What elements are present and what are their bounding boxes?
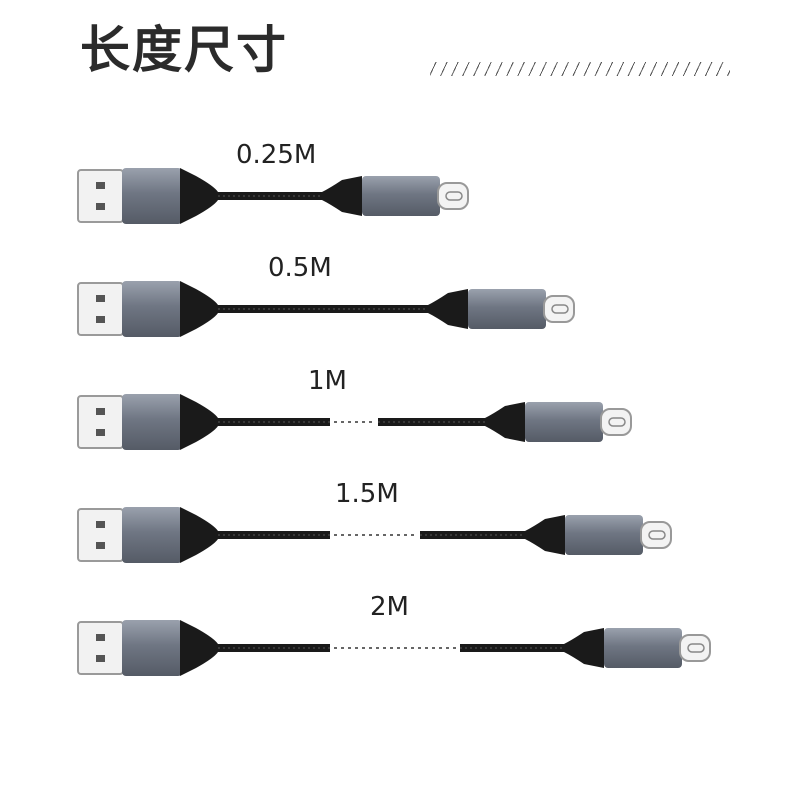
usb-a-housing: [122, 394, 182, 450]
decorative-hatch-line: [430, 62, 730, 76]
cable-illustration: [77, 620, 711, 676]
usb-c-strain-relief: [564, 628, 604, 668]
usb-a-housing: [122, 620, 182, 676]
usb-c-strain-relief: [322, 176, 362, 216]
usb-c-tip: [679, 634, 711, 662]
usb-a-strain-relief: [180, 281, 218, 337]
cable-length-label: 0.5M: [268, 253, 332, 283]
usb-a-strain-relief: [180, 507, 218, 563]
usb-c-port-slot: [687, 643, 705, 653]
usb-a-tip: [77, 508, 124, 562]
usb-c-housing: [525, 402, 603, 442]
usb-a-housing: [122, 281, 182, 337]
usb-c-port-slot: [608, 417, 626, 427]
usb-a-pin-hole: [96, 429, 105, 436]
usb-c-tip: [640, 521, 672, 549]
usb-a-pin-hole: [96, 316, 105, 323]
usb-a-pin-hole: [96, 182, 105, 189]
page-title: 长度尺寸: [80, 21, 288, 79]
usb-a-pin-hole: [96, 634, 105, 641]
cable-illustration: [77, 168, 469, 224]
usb-c-tip: [600, 408, 632, 436]
usb-a-pin-hole: [96, 521, 105, 528]
braided-cable: [378, 418, 485, 426]
usb-c-port-slot: [551, 304, 569, 314]
cable-illustration: [77, 281, 575, 337]
usb-a-pin-hole: [96, 203, 105, 210]
cable-row: 2M: [0, 592, 790, 702]
usb-c-port-slot: [445, 191, 463, 201]
usb-c-housing: [565, 515, 643, 555]
cable-row: 1.5M: [0, 479, 790, 589]
usb-a-tip: [77, 395, 124, 449]
cable-illustration: [77, 394, 632, 450]
braided-cable: [420, 531, 525, 539]
usb-a-pin-hole: [96, 408, 105, 415]
usb-c-port-slot: [648, 530, 666, 540]
cable-row: 0.25M: [0, 140, 790, 250]
cable-illustration: [77, 507, 672, 563]
cable-length-label: 1M: [308, 366, 347, 396]
usb-c-strain-relief: [428, 289, 468, 329]
cable-row: 1M: [0, 366, 790, 476]
usb-c-tip: [543, 295, 575, 323]
usb-a-strain-relief: [180, 168, 218, 224]
usb-a-pin-hole: [96, 655, 105, 662]
usb-a-housing: [122, 168, 182, 224]
cable-length-label: 0.25M: [236, 140, 317, 170]
usb-a-housing: [122, 507, 182, 563]
usb-a-tip: [77, 169, 124, 223]
usb-c-strain-relief: [525, 515, 565, 555]
usb-c-strain-relief: [485, 402, 525, 442]
usb-a-pin-hole: [96, 295, 105, 302]
cable-length-label: 1.5M: [335, 479, 399, 509]
usb-a-pin-hole: [96, 542, 105, 549]
usb-a-strain-relief: [180, 620, 218, 676]
cable-row: 0.5M: [0, 253, 790, 363]
usb-c-housing: [468, 289, 546, 329]
usb-c-tip: [437, 182, 469, 210]
usb-a-tip: [77, 621, 124, 675]
usb-c-housing: [604, 628, 682, 668]
usb-a-strain-relief: [180, 394, 218, 450]
cable-length-label: 2M: [370, 592, 409, 622]
usb-a-tip: [77, 282, 124, 336]
usb-c-housing: [362, 176, 440, 216]
